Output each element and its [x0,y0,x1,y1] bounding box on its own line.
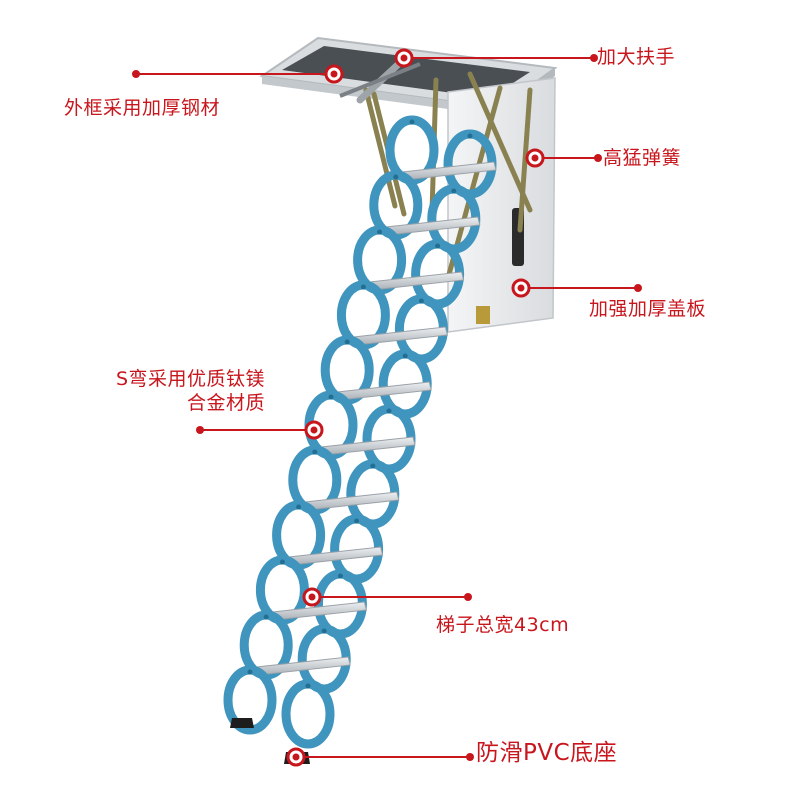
callout-end-dot-frame [132,70,140,78]
callout-base-label: 防滑PVC底座 [476,740,618,766]
ladder-pin [360,284,366,290]
ladder-pin [296,504,302,510]
ladder-pin [393,174,399,180]
callout-end-dot-alloy [196,426,204,434]
callout-end-dot-base [466,753,474,761]
ladder-pin [435,243,441,249]
ladder-pin [451,188,457,194]
ladder-pin [354,518,360,524]
callout-cover-label: 加强加厚盖板 [589,298,707,320]
callout-spring-label: 高猛弹簧 [603,147,682,169]
callout-end-dot-handrail [590,54,598,62]
ladder-pin [321,628,327,634]
callout-alloy-label: S弯采用优质钛镁 合金材质 [116,367,265,415]
callout-end-dot-cover [634,284,642,292]
ladder-pin [402,353,408,359]
callout-handrail-label: 加大扶手 [597,46,676,68]
cover-board [447,77,556,333]
callout-alloy-line1: S弯采用优质钛镁 [116,368,266,390]
ladder-pin [305,683,311,689]
handrail [339,54,421,104]
callout-marker-core-base [292,753,300,761]
ladder-pin [386,408,392,414]
callout-marker-core-spring [531,154,539,162]
ladder-body [223,115,497,749]
ladder-pin [418,298,424,304]
ladder-pin [409,119,415,125]
ladder-pin [312,449,318,455]
callout-width-label: 梯子总宽43cm [436,614,570,636]
callout-markers [132,48,642,767]
ladder-pin [247,669,253,675]
callout-marker-core-alloy [310,426,318,434]
callout-alloy-line2: 合金材质 [187,392,266,414]
ladder-pin [377,229,383,235]
ladder-pin [344,339,350,345]
callout-frame-label: 外框采用加厚钢材 [64,97,221,119]
ladder-ring-right [281,679,335,749]
ladder-pin [328,394,334,400]
callout-marker-core-width [308,593,316,601]
ladder-pin [279,559,285,565]
callout-marker-core-handrail [400,54,408,62]
callout-end-dot-width [464,593,472,601]
callout-marker-core-cover [517,284,525,292]
callout-end-dot-spring [594,154,602,162]
ladder-pin [467,133,473,139]
ladder-pin [370,463,376,469]
ladder-pin [337,573,343,579]
callout-marker-core-frame [330,70,338,78]
ladder-pin [263,614,269,620]
